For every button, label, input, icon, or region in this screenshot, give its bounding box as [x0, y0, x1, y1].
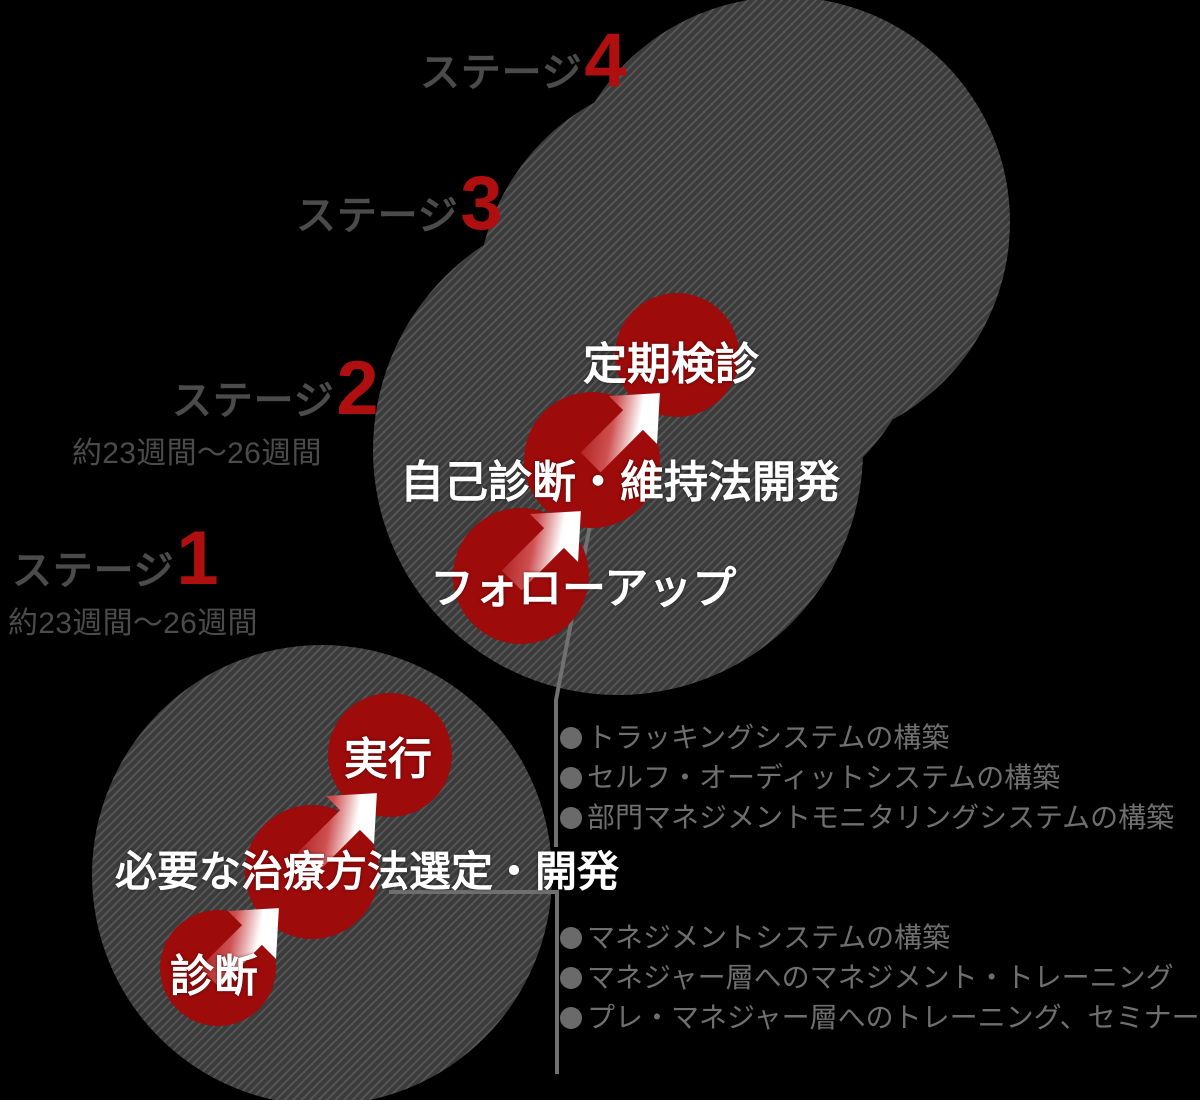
stage-1-word: ステージ: [12, 549, 175, 593]
stage-4-number: 4: [584, 18, 627, 103]
bullet-dot-icon: [560, 767, 582, 789]
list-item-label: マネジャー層へのマネジメント・トレーニング: [587, 962, 1174, 993]
bullet-dot-icon: [560, 927, 582, 949]
list-item: トラッキングシステムの構築: [560, 724, 1174, 752]
bullet-dot-icon: [560, 807, 582, 829]
bullet-dot-icon: [560, 1007, 582, 1029]
stage-3-heading: ステージ3: [296, 166, 503, 242]
node-treatment-selection-label: 必要な治療方法選定・開発: [115, 848, 620, 895]
stage-2-duration: 約23週間〜26週間: [72, 437, 322, 470]
circle-periodic-checkup: [615, 293, 739, 417]
node-followup-label: フォローアップ: [430, 564, 737, 613]
stage-1-number: 1: [176, 516, 219, 601]
list-item-label: 部門マネジメントモニタリングシステムの構築: [587, 802, 1175, 833]
stage-2-word: ステージ: [172, 379, 335, 423]
stage-2-heading: ステージ2: [172, 351, 379, 427]
list-item: マネジャー層へのマネジメント・トレーニング: [560, 964, 1200, 992]
arrow-diagnosis-to-treatment: [199, 908, 279, 988]
stage-4-word: ステージ: [420, 51, 583, 95]
progress-arrows: [199, 393, 660, 988]
circle-execution: [328, 693, 452, 817]
node-periodic-checkup-label: 定期検診: [583, 340, 759, 389]
list-item: マネジメントシステムの構築: [560, 924, 1200, 952]
stage-1-heading: ステージ1: [12, 521, 219, 597]
list-item: プレ・マネジャー層へのトレーニング、セミナー: [560, 1004, 1200, 1032]
callout-lower-list: マネジメントシステムの構築 マネジャー層へのマネジメント・トレーニング プレ・マ…: [560, 924, 1200, 1044]
stage-2-number: 2: [336, 346, 379, 431]
node-diagnosis-label: 診断: [170, 952, 258, 1001]
stage-3-number: 3: [460, 161, 503, 246]
bullet-dot-icon: [560, 967, 582, 989]
stage-1-duration: 約23週間〜26週間: [8, 607, 258, 640]
connector-upper: [554, 471, 603, 847]
list-item-label: トラッキングシステムの構築: [587, 722, 950, 753]
bullet-dot-icon: [560, 727, 582, 749]
arrow-self-diagnosis-to-checkup: [580, 393, 660, 473]
list-item-label: マネジメントシステムの構築: [587, 922, 951, 953]
node-execution-label: 実行: [344, 735, 432, 784]
callout-connectors: [389, 471, 603, 1074]
list-item: 部門マネジメントモニタリングシステムの構築: [560, 804, 1174, 832]
stage-4-heading: ステージ4: [420, 23, 627, 99]
arrow-treatment-to-execution: [297, 793, 377, 873]
list-item: セルフ・オーディットシステムの構築: [560, 764, 1174, 792]
arrow-followup-to-self-diagnosis: [501, 511, 581, 591]
stage-3-word: ステージ: [296, 194, 459, 238]
node-self-diagnosis-label: 自己診断・維持法開発: [400, 458, 840, 507]
list-item-label: セルフ・オーディットシステムの構築: [587, 762, 1061, 793]
callout-upper-list: トラッキングシステムの構築 セルフ・オーディットシステムの構築 部門マネジメント…: [560, 724, 1174, 844]
list-item-label: プレ・マネジャー層へのトレーニング、セミナー: [587, 1002, 1200, 1033]
